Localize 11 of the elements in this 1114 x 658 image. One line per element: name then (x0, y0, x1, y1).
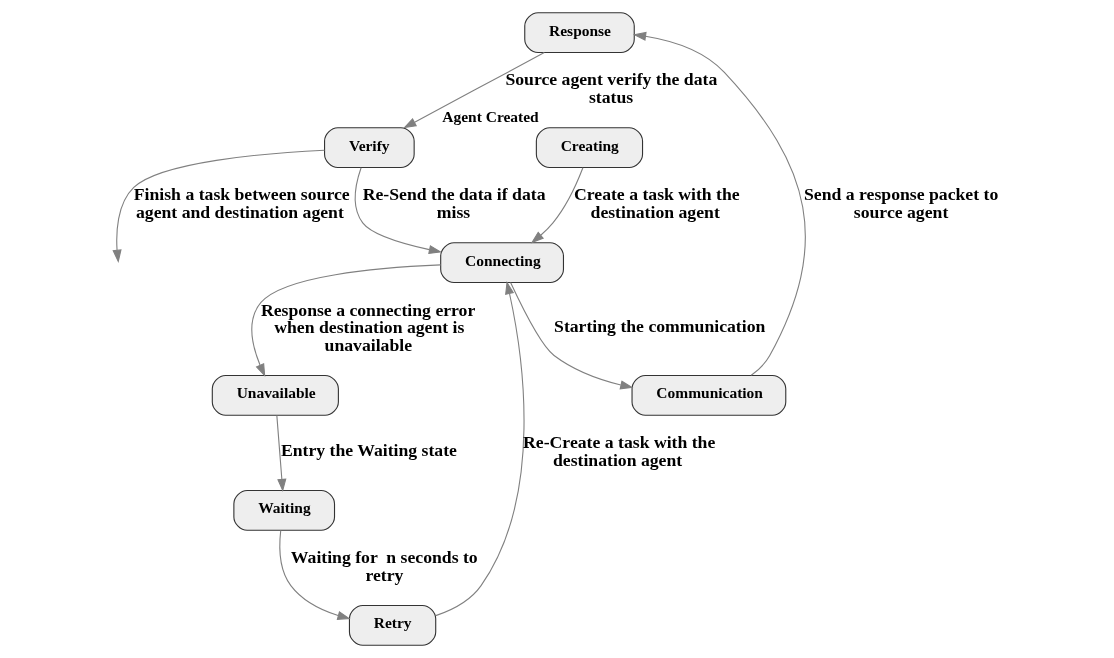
edge-label: Waiting for n seconds to retry (290, 547, 478, 585)
edge-label: Starting the communication (554, 316, 766, 337)
edge-label: Re-Send the data if data miss (362, 184, 546, 223)
edge-label: Re-Create a task with the destination agent (523, 432, 716, 470)
edge-label: Create a task with the destination agent (573, 184, 740, 223)
edge-label: Entry the Waiting state (280, 439, 457, 460)
edge-label: Finish a task between source agent and destination agent (133, 184, 350, 223)
edge-label: Source agent verify the data status (505, 69, 718, 108)
edge-label: Response a connecting error when destination agent is unavailable (260, 299, 476, 355)
edge-label: Send a response packet to source agent (804, 184, 999, 223)
node-label: Agent Created (442, 108, 539, 126)
